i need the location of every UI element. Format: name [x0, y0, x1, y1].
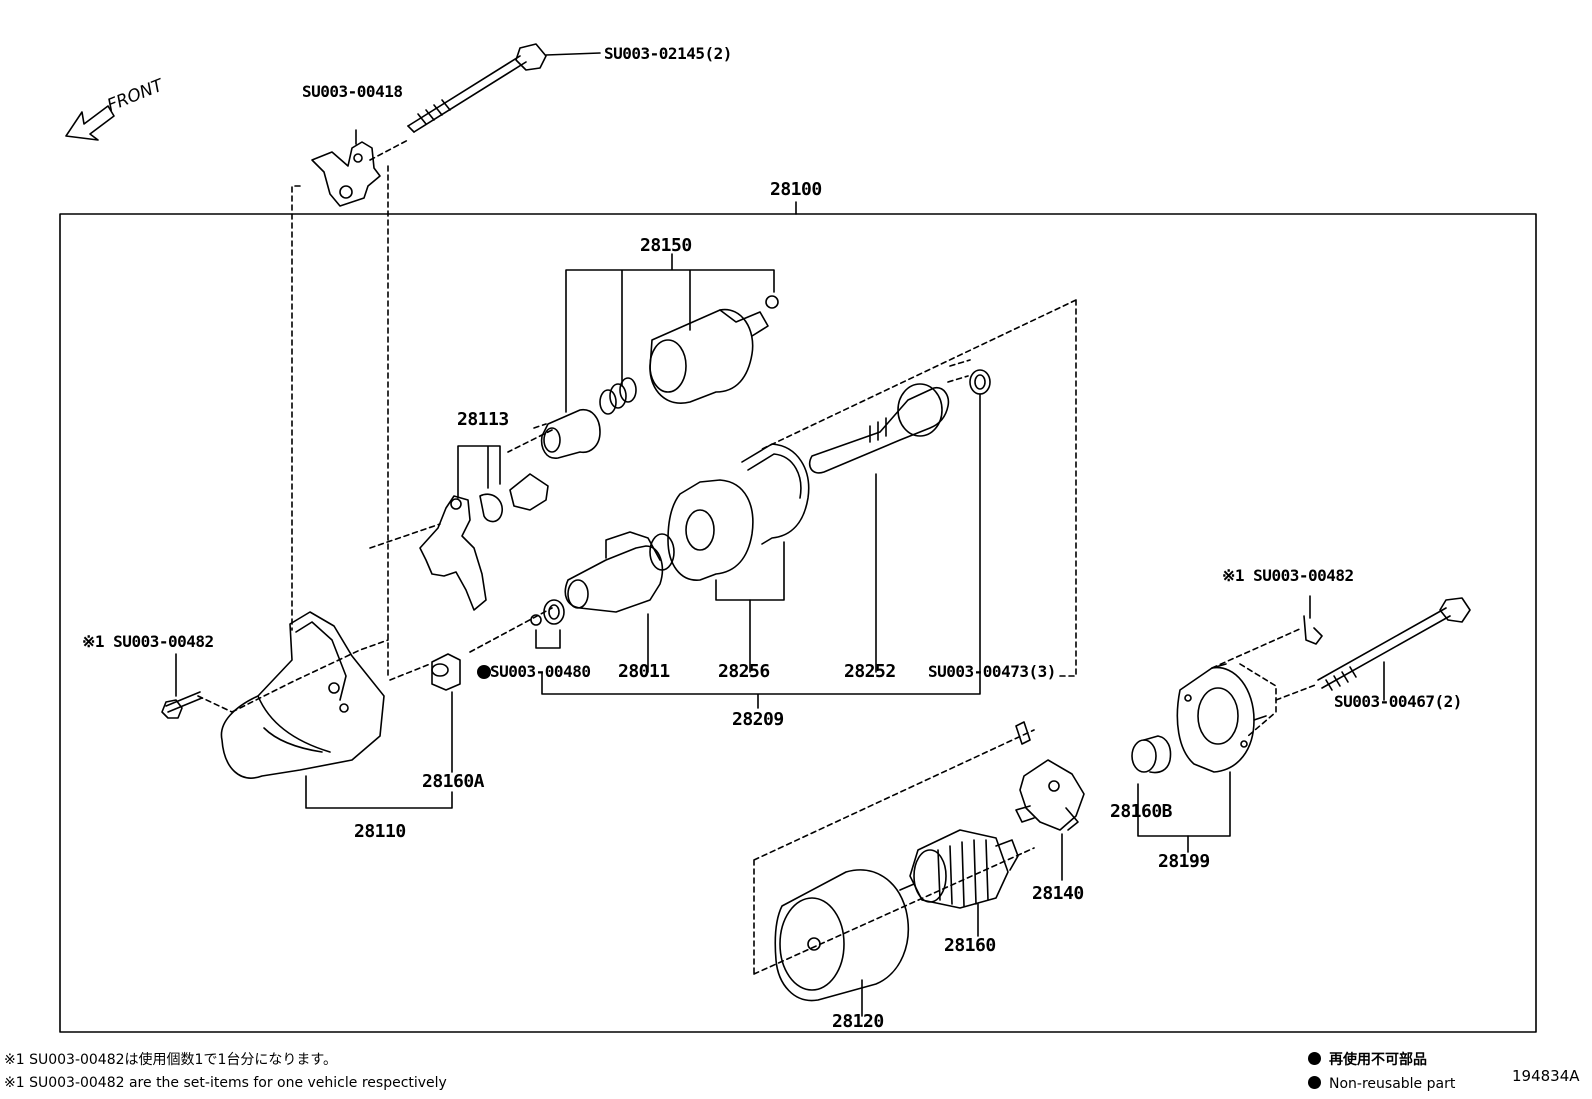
legend-dot-icon — [1308, 1052, 1321, 1065]
bolt-right-icon — [1303, 595, 1323, 645]
bolt-top-icon — [407, 43, 601, 133]
label-brush-holder: 28140 — [1032, 883, 1084, 904]
label-thru-bolt: SU003-00467(2) — [1334, 692, 1462, 711]
label-assembly: 28100 — [770, 179, 822, 200]
legend-jp-text: 再使用不可部品 — [1329, 1052, 1427, 1068]
drive-housing-icon — [220, 611, 385, 779]
yoke-icon — [774, 869, 910, 1017]
snap-ring-icon — [530, 599, 565, 649]
label-gear-set: 28209 — [732, 709, 784, 730]
label-bracket: SU003-00418 — [302, 82, 403, 101]
label-clip: SU003-00480 — [490, 662, 591, 681]
label-housing: 28110 — [354, 821, 406, 842]
shift-lever-icon — [419, 445, 549, 611]
through-bolt-icon — [1317, 597, 1471, 701]
label-planetary: 28256 — [718, 661, 770, 682]
clutch-icon — [564, 531, 675, 673]
armature-icon — [899, 829, 1019, 937]
bushing-a-icon — [431, 653, 461, 773]
legend-en: Non-reusable part — [1308, 1076, 1455, 1092]
label-lever-set: 28113 — [457, 409, 509, 430]
solenoid-icon — [540, 253, 779, 459]
label-shaft: 28252 — [844, 661, 896, 682]
output-shaft-icon — [808, 383, 950, 673]
legend-en-text: Non-reusable part — [1329, 1076, 1456, 1092]
thrust-washer-icon — [969, 369, 991, 673]
planetary-gear-icon — [667, 443, 810, 673]
label-end-frame: 28199 — [1158, 851, 1210, 872]
bolt-left-icon — [161, 653, 203, 719]
non-reusable-dot-icon — [477, 665, 491, 679]
diagram-id: 194834A — [1512, 1067, 1580, 1085]
assembly-frame — [59, 213, 1537, 1033]
label-bushing-a: 28160A — [422, 771, 485, 792]
end-frame-icon — [1137, 663, 1267, 853]
note-jp: ※1 SU003-00482は使用個数1で1台分になります。 — [4, 1052, 337, 1068]
label-yoke: 28120 — [832, 1011, 884, 1032]
label-armature: 28160 — [944, 935, 996, 956]
legend-jp: 再使用不可部品 — [1308, 1052, 1427, 1068]
label-bushing-b: 28160B — [1110, 801, 1173, 822]
brush-holder-icon — [1015, 721, 1085, 881]
label-solenoid: 28150 — [640, 235, 692, 256]
bushing-b-icon — [1131, 735, 1172, 774]
label-clutch: 28011 — [618, 661, 670, 682]
bracket-icon — [311, 129, 381, 207]
label-bolt-top: SU003-02145(2) — [604, 44, 732, 63]
label-bolt-left: ※1 SU003-00482 — [82, 632, 214, 651]
legend-dot-icon — [1308, 1076, 1321, 1089]
note-en: ※1 SU003-00482 are the set-items for one… — [4, 1075, 447, 1091]
label-washer: SU003-00473(3) — [928, 662, 1056, 681]
front-arrow-icon — [65, 105, 115, 141]
label-bolt-right: ※1 SU003-00482 — [1222, 566, 1354, 585]
